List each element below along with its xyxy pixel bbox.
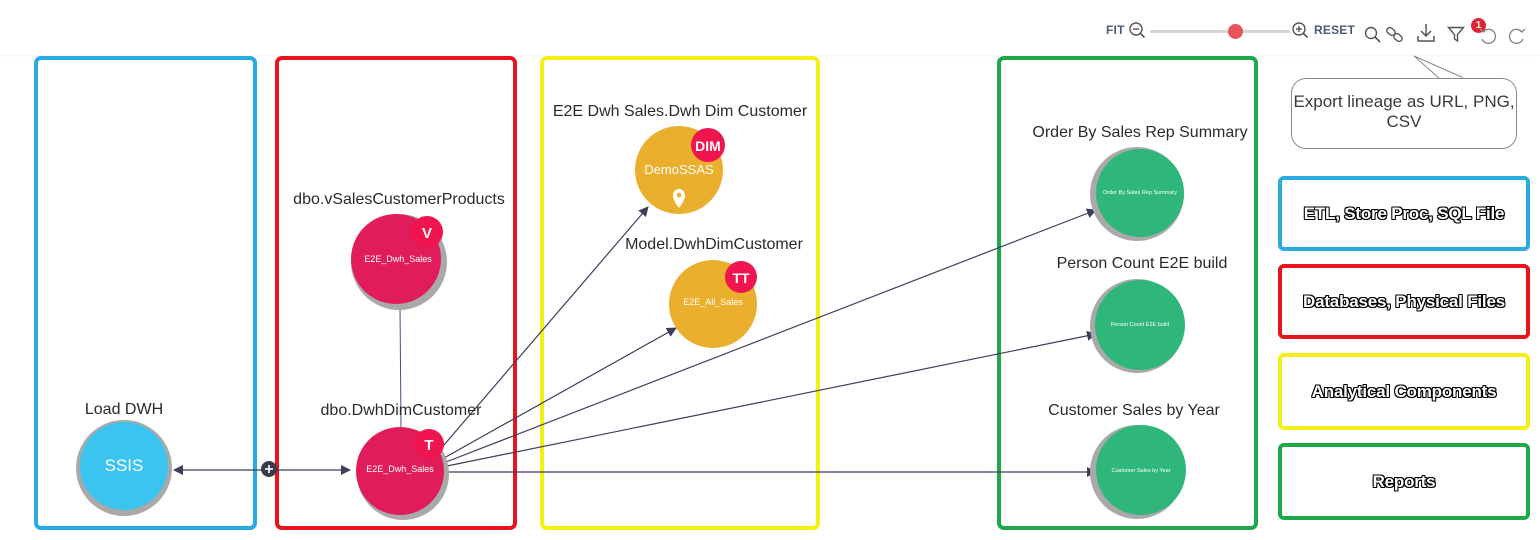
node-model-dwh-dim-customer[interactable]: Model.DwhDimCustomer E2E_All_Sales TT (625, 236, 804, 348)
zoom-out-icon[interactable] (1128, 21, 1146, 39)
node-label: E2E_Dwh_Sales (366, 464, 434, 474)
node-ssas-dwh-dim-customer[interactable]: E2E Dwh Sales.Dwh Dim Customer DemoSSAS … (553, 103, 808, 214)
toolbar (0, 0, 1540, 54)
download-icon[interactable] (1416, 22, 1436, 44)
node-title: dbo.vSalesCustomerProducts (293, 191, 505, 208)
redo-icon[interactable] (1507, 26, 1527, 46)
node-label: DemoSSAS (644, 162, 714, 177)
node-title: dbo.DwhDimCustomer (321, 402, 483, 419)
node-label: E2E_Dwh_Sales (364, 254, 432, 264)
node-vsales-customer-products[interactable]: dbo.vSalesCustomerProducts E2E_Dwh_Sales… (293, 191, 505, 310)
analytical-group-frame (540, 56, 820, 530)
node-report-customer-sales-by-year[interactable]: Customer Sales by Year Customer Sales by… (1048, 402, 1220, 519)
node-title: Customer Sales by Year (1048, 402, 1220, 419)
link-icon[interactable] (1385, 26, 1405, 44)
node-title: Model.DwhDimCustomer (625, 236, 803, 253)
node-label: Person Count E2E build (1111, 322, 1170, 328)
type-badge: DIM (695, 138, 721, 154)
node-report-person-count[interactable]: Person Count E2E build Person Count E2E … (1057, 255, 1228, 373)
node-dwh-dim-customer[interactable]: dbo.DwhDimCustomer E2E_Dwh_Sales T (321, 402, 483, 520)
fit-button[interactable]: FIT (1106, 23, 1125, 37)
node-label: Customer Sales by Year (1111, 468, 1170, 474)
node-title: Load DWH (85, 401, 163, 418)
database-group-frame (275, 56, 517, 530)
edge-dwhdim-to-ssas (437, 206, 649, 453)
zoom-in-icon[interactable] (1291, 21, 1309, 39)
node-label: SSIS (105, 456, 144, 475)
zoom-slider-track[interactable] (1150, 30, 1290, 33)
edge-dwhdim-to-model (443, 327, 677, 459)
reset-button[interactable]: RESET (1314, 23, 1356, 37)
edge-vsales-to-dwhdim (399, 305, 402, 428)
export-callout: Export lineage as URL, PNG, CSV (1291, 78, 1517, 149)
node-title: E2E Dwh Sales.Dwh Dim Customer (553, 103, 808, 120)
node-report-order-by-sales-rep[interactable]: Order By Sales Rep Summary Order By Sale… (1032, 124, 1248, 241)
type-badge: TT (732, 270, 750, 286)
zoom-slider-thumb[interactable] (1228, 24, 1243, 39)
location-pin-icon (673, 189, 685, 208)
legend-label: ETL, Store Proc, SQL File (1303, 203, 1505, 223)
expand-edge-button[interactable] (261, 461, 277, 477)
node-label: E2E_All_Sales (683, 297, 743, 307)
filter-icon[interactable] (1447, 26, 1465, 43)
legend-etl: ETL, Store Proc, SQL File (1278, 176, 1530, 251)
edge-dwhdim-to-person-report (446, 330, 1097, 467)
node-title: Person Count E2E build (1057, 255, 1228, 272)
legend-reports: Reports (1278, 443, 1530, 520)
filter-count-badge: 1 (1471, 18, 1486, 33)
undo-icon[interactable] (1478, 26, 1498, 46)
legend-analytical: Analytical Components (1278, 353, 1530, 430)
type-badge: V (422, 225, 432, 242)
search-icon[interactable] (1364, 26, 1382, 44)
node-load-dwh[interactable]: Load DWH SSIS (76, 401, 172, 516)
legend-databases: Databases, Physical Files (1278, 264, 1530, 339)
edge-dwhdim-to-order-report (445, 208, 1097, 463)
node-title: Order By Sales Rep Summary (1032, 124, 1247, 141)
reports-group-frame (997, 56, 1258, 530)
node-label: Order By Sales Rep Summary (1103, 190, 1177, 196)
etl-group-frame (34, 56, 257, 530)
legend-label: Reports (1372, 471, 1436, 491)
legend-label: Databases, Physical Files (1303, 291, 1505, 311)
type-badge: T (424, 437, 433, 454)
legend-label: Analytical Components (1311, 381, 1497, 401)
